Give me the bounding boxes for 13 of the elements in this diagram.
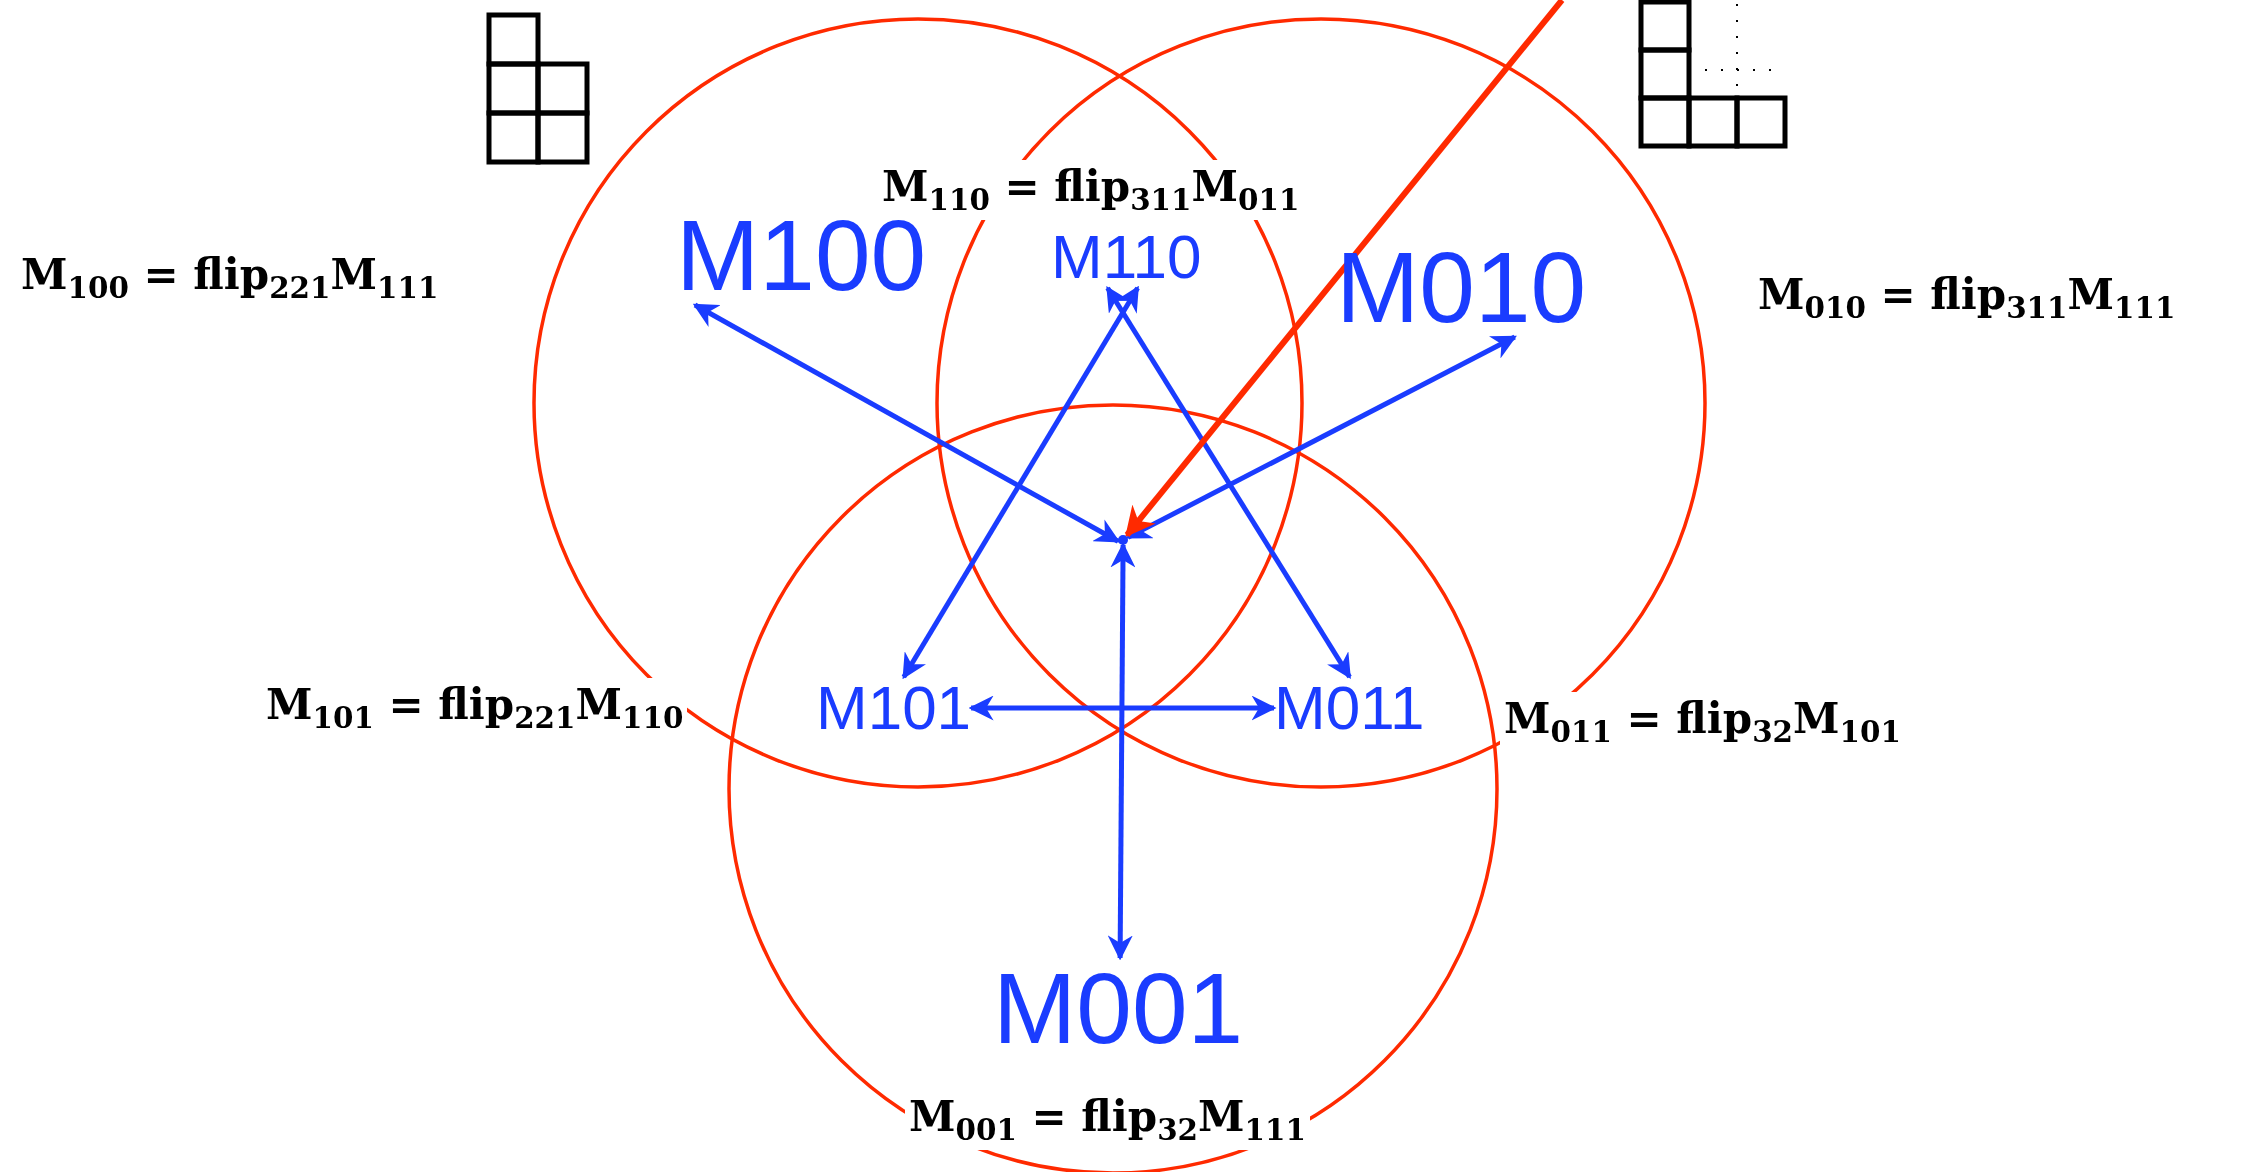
center-point	[1118, 535, 1128, 545]
arrow	[692, 302, 1121, 544]
node-label: M110	[1051, 226, 1202, 288]
node-label: M001	[993, 958, 1244, 1058]
node-label: M010	[1336, 237, 1587, 337]
arrow	[1125, 334, 1517, 540]
node-label: M101	[816, 677, 972, 739]
arrow	[1107, 542, 1136, 961]
arrow	[1124, 0, 1565, 538]
arrow	[1105, 285, 1352, 680]
arrow	[901, 285, 1140, 680]
node-label: M011	[1274, 677, 1425, 739]
arrow	[968, 695, 1277, 721]
